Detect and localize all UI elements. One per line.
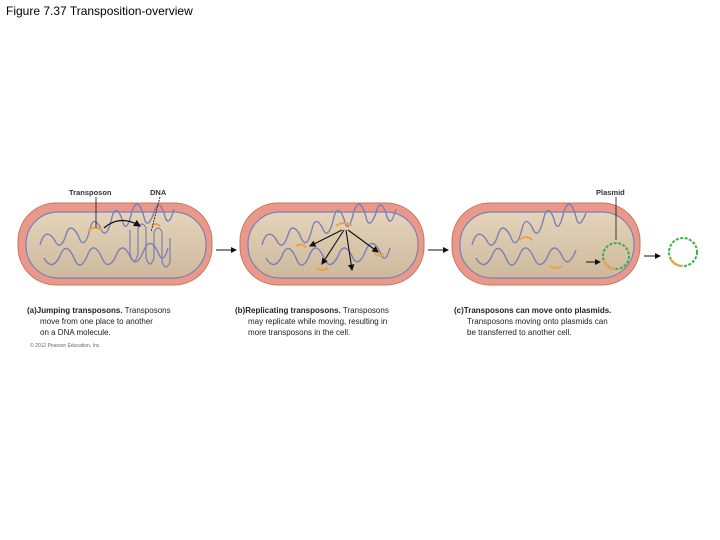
caption-c: (c)Transposons can move onto plasmids. T… [454, 305, 684, 338]
transposon-origin [335, 222, 353, 227]
caption-letter: (c) [454, 306, 464, 315]
transposon-label: Transposon [69, 188, 112, 197]
caption-a: (a)Jumping transposons. Transposons move… [27, 305, 227, 338]
dna-label: DNA [150, 188, 167, 197]
caption-text: Transposons moving onto plasmids can [467, 317, 608, 326]
transposon-copy [373, 251, 385, 257]
copyright-notice: © 2012 Pearson Education, Inc. [30, 343, 101, 349]
caption-text: on a DNA molecule. [40, 328, 111, 337]
transposition-diagram: Transposon DNA Plasmid [17, 188, 698, 286]
replicate-arrow [321, 229, 345, 265]
plasmid-transposon [669, 257, 683, 268]
dna-chromosome-loops [129, 223, 171, 268]
caption-text: move from one place to another [40, 317, 153, 326]
replicate-arrow [347, 229, 379, 253]
dna-chromosome [261, 203, 397, 266]
cell-b [239, 202, 425, 286]
transposon-segment [87, 226, 103, 232]
caption-text: Transposons [340, 306, 389, 315]
caption-letter: (a) [27, 306, 37, 315]
cell-a: Transposon DNA [17, 188, 213, 286]
replicate-arrow [309, 229, 343, 247]
transposon-copy [315, 267, 329, 271]
caption-b: (b)Replicating transposons. Transposons … [235, 305, 450, 338]
cell-c: Plasmid [451, 188, 641, 286]
caption-heading: Transposons can move onto plasmids. [463, 306, 612, 315]
caption-heading: Jumping transposons. [36, 306, 123, 315]
transposon-copy [295, 243, 307, 249]
figure-title: Figure 7.37 Transposition-overview [6, 4, 193, 18]
dna-chromosome [39, 203, 175, 266]
free-plasmid [668, 237, 698, 268]
jump-arrow [103, 219, 142, 229]
caption-letter: (b) [235, 306, 246, 315]
dna-chromosome [471, 203, 587, 266]
plasmid-transposon [603, 261, 615, 271]
plasmid-in-cell [602, 242, 630, 270]
caption-text: Transposons [122, 306, 171, 315]
cytoplasm [459, 211, 635, 279]
dna-pointer [150, 196, 161, 233]
plasmid-label: Plasmid [596, 188, 625, 197]
caption-text: more transposons in the cell. [248, 328, 351, 337]
replicate-arrow [345, 229, 355, 272]
transposon-segment [549, 265, 563, 269]
caption-heading: Replicating transposons. [245, 306, 341, 315]
caption-text: may replicate while moving, resulting in [248, 317, 388, 326]
transposon-segment [519, 236, 533, 241]
caption-text: be transferred to another cell. [467, 328, 572, 337]
transposon-target [151, 223, 161, 227]
